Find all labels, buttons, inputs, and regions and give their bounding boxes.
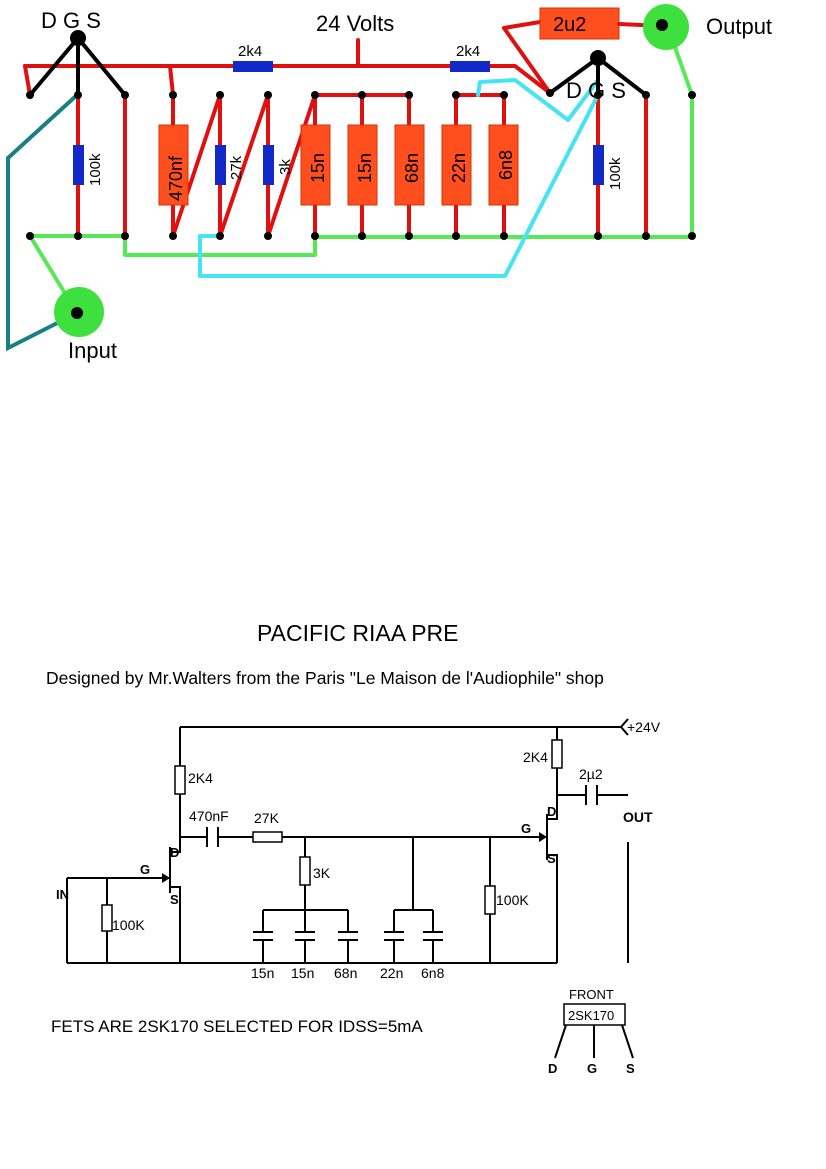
label-drain1: D xyxy=(170,845,179,860)
label-in: IN xyxy=(56,887,69,902)
label-r-drain1: 2K4 xyxy=(188,770,213,786)
resistor-2k4-right xyxy=(551,739,563,769)
output-cap-wire xyxy=(502,20,552,95)
link-27k-3k xyxy=(218,93,270,238)
capacitor-2u2 xyxy=(539,7,620,40)
label-27k: 27k xyxy=(228,155,245,180)
resistor-3k xyxy=(299,856,311,886)
pinout-g: G xyxy=(587,1061,597,1076)
pinout-d: D xyxy=(548,1061,557,1076)
capacitor-68n xyxy=(338,931,358,963)
label-r-shunt: 3K xyxy=(313,865,331,881)
resistor-100k-input xyxy=(73,145,84,185)
input-gate-wire xyxy=(6,93,79,352)
fet-left xyxy=(28,30,127,97)
label-gate2: G xyxy=(521,821,531,836)
output-label: Output xyxy=(706,14,772,39)
label-470nf: 470nf xyxy=(166,155,186,201)
fet-right-pin-label: D G S xyxy=(566,78,626,103)
label-6n8: 6n8 xyxy=(496,150,516,180)
stripboard-layout: 2k4 2k4 100k 27k 3k 100k 470nf 15n 15n 6… xyxy=(6,4,772,363)
supply-label: 24 Volts xyxy=(316,11,394,36)
label-cap-15n-a: 15n xyxy=(251,965,274,981)
fet-pinout: FRONT 2SK170 D G S xyxy=(548,987,635,1076)
label-source1: S xyxy=(170,892,179,907)
label-100k-bias: 100k xyxy=(607,157,624,190)
label-r-bias: 100K xyxy=(496,892,529,908)
supply-rail xyxy=(23,64,552,95)
capacitor-68n xyxy=(394,124,425,206)
label-2k4-left: 2k4 xyxy=(238,43,262,60)
label-out: OUT xyxy=(623,809,653,825)
solder-pads xyxy=(26,89,696,240)
input-label: Input xyxy=(68,338,117,363)
label-15n-b: 15n xyxy=(355,153,375,183)
capacitor-22n xyxy=(384,931,404,963)
schematic-title: PACIFIC RIAA PRE xyxy=(257,620,459,646)
resistor-100k-bias xyxy=(484,885,496,915)
pinout-s: S xyxy=(626,1061,635,1076)
label-r-series: 27K xyxy=(254,810,280,826)
label-cap-15n-b: 15n xyxy=(291,965,314,981)
capacitor-6n8 xyxy=(423,931,443,963)
label-2u2: 2u2 xyxy=(553,14,586,36)
link-470nf-27k xyxy=(171,93,222,238)
capacitor-470nf xyxy=(206,827,219,847)
cap-bus-a xyxy=(262,909,349,932)
pinout-front-label: FRONT xyxy=(569,987,614,1002)
supply-label-schematic: +24V xyxy=(627,719,661,735)
resistor-2k4-right xyxy=(450,61,490,72)
capacitor-15n-a xyxy=(253,931,273,963)
input-jack xyxy=(54,287,104,337)
fet-right xyxy=(548,50,648,97)
label-c-out: 2µ2 xyxy=(579,766,603,782)
capacitor-6n8 xyxy=(488,124,519,206)
fet-left-pin-label: D G S xyxy=(41,8,101,33)
schematic-subtitle: Designed by Mr.Walters from the Paris "L… xyxy=(46,668,604,688)
label-source2: S xyxy=(547,851,556,866)
resistor-2k4-left xyxy=(233,61,273,72)
resistor-100k-input xyxy=(101,904,113,932)
link-3k-caps xyxy=(266,93,317,238)
label-gate1: G xyxy=(140,862,150,877)
label-r-in: 100K xyxy=(112,917,145,933)
label-22n: 22n xyxy=(449,153,469,183)
label-15n-a: 15n xyxy=(308,153,328,183)
label-c-coupling: 470nF xyxy=(189,808,229,824)
resistor-27k xyxy=(215,145,226,185)
label-68n: 68n xyxy=(402,153,422,183)
left-drain-rail xyxy=(23,64,32,97)
capacitor-470nf xyxy=(158,124,189,206)
cap-bus-b xyxy=(393,837,434,932)
fet-note: FETS ARE 2SK170 SELECTED FOR IDSS=5mA xyxy=(51,1017,423,1036)
label-r-drain2: 2K4 xyxy=(523,749,548,765)
pinout-part-label: 2SK170 xyxy=(568,1008,614,1023)
capacitor-15n-a xyxy=(300,124,331,206)
jfet-left xyxy=(107,847,181,963)
cap-value-labels: 15n 15n 68n 22n 6n8 xyxy=(251,965,445,981)
feed-to-470nf xyxy=(168,64,175,97)
capacitor-22n xyxy=(441,124,472,206)
supply-arrow xyxy=(619,718,629,736)
label-3k: 3k xyxy=(277,159,294,175)
resistor-3k xyxy=(263,145,274,185)
capacitor-15n-b xyxy=(295,931,315,963)
label-drain2: D xyxy=(547,804,556,819)
capacitor-2u2 xyxy=(585,785,598,805)
input-line xyxy=(66,877,107,963)
resistor-27k xyxy=(252,831,283,843)
schematic: PACIFIC RIAA PRE Designed by Mr.Walters … xyxy=(46,620,661,1076)
label-cap-68n: 68n xyxy=(334,965,357,981)
label-100k-input: 100k xyxy=(87,153,104,186)
resistor-2k4-left xyxy=(174,765,186,795)
capacitor-15n-b xyxy=(347,124,378,206)
label-2k4-right: 2k4 xyxy=(456,43,480,60)
label-cap-6n8: 6n8 xyxy=(421,965,445,981)
gate-signal-wire xyxy=(198,78,600,278)
label-cap-22n: 22n xyxy=(380,965,403,981)
output-jack xyxy=(643,4,689,50)
resistor-100k-bias xyxy=(593,145,604,185)
